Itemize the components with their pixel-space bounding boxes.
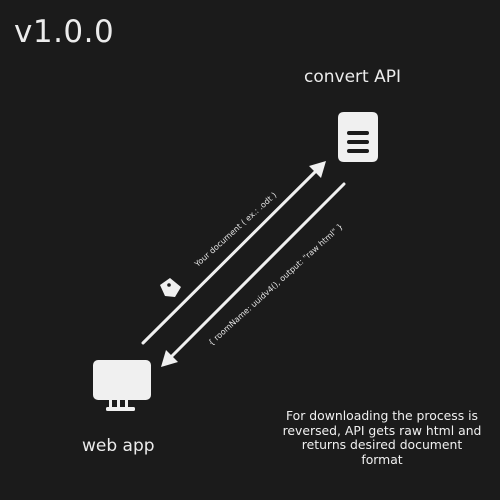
download-note: For downloading the process is reversed,… (282, 408, 482, 467)
document-icon (160, 278, 181, 297)
version-label: v1.0.0 (14, 14, 115, 50)
server-icon (338, 112, 378, 162)
api-label: convert API (304, 67, 401, 87)
request-arrow (161, 182, 346, 367)
web-app-label: web app (82, 436, 155, 456)
upload-arrow (141, 161, 326, 345)
monitor-icon (93, 360, 151, 411)
